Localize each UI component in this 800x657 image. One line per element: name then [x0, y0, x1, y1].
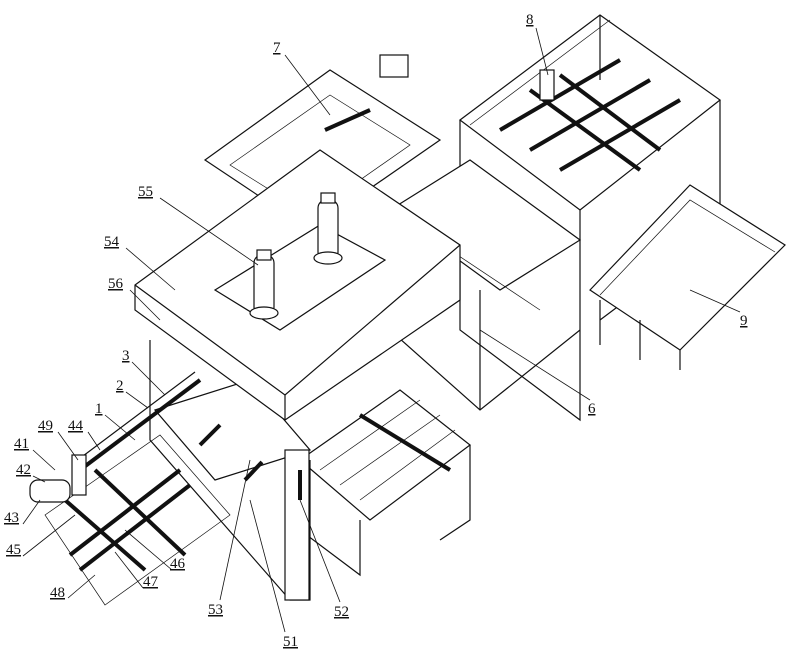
label-54: 54	[104, 234, 120, 250]
label-2: 2	[116, 378, 124, 394]
label-7: 7	[273, 40, 281, 56]
label-49: 49	[38, 418, 53, 434]
label-48: 48	[50, 585, 65, 601]
label-8: 8	[526, 12, 534, 28]
lower-conveyor	[299, 389, 471, 577]
label-53: 53	[208, 602, 223, 618]
label-9: 9	[740, 313, 748, 329]
label-1: 1	[95, 401, 103, 417]
label-47: 47	[143, 574, 159, 590]
leader-lines	[22, 27, 741, 633]
conveyor	[589, 184, 786, 370]
label-41: 41	[14, 436, 29, 452]
label-46: 46	[170, 556, 186, 572]
label-45: 45	[6, 542, 21, 558]
label-6: 6	[588, 401, 596, 417]
label-3: 3	[122, 348, 130, 364]
left-feeder	[29, 371, 231, 606]
label-56: 56	[108, 276, 124, 292]
label-44: 44	[68, 418, 84, 434]
label-51: 51	[283, 634, 298, 650]
label-43: 43	[4, 510, 19, 526]
press	[134, 149, 461, 601]
label-55: 55	[138, 184, 153, 200]
label-52: 52	[334, 604, 349, 620]
label-42: 42	[16, 462, 31, 478]
